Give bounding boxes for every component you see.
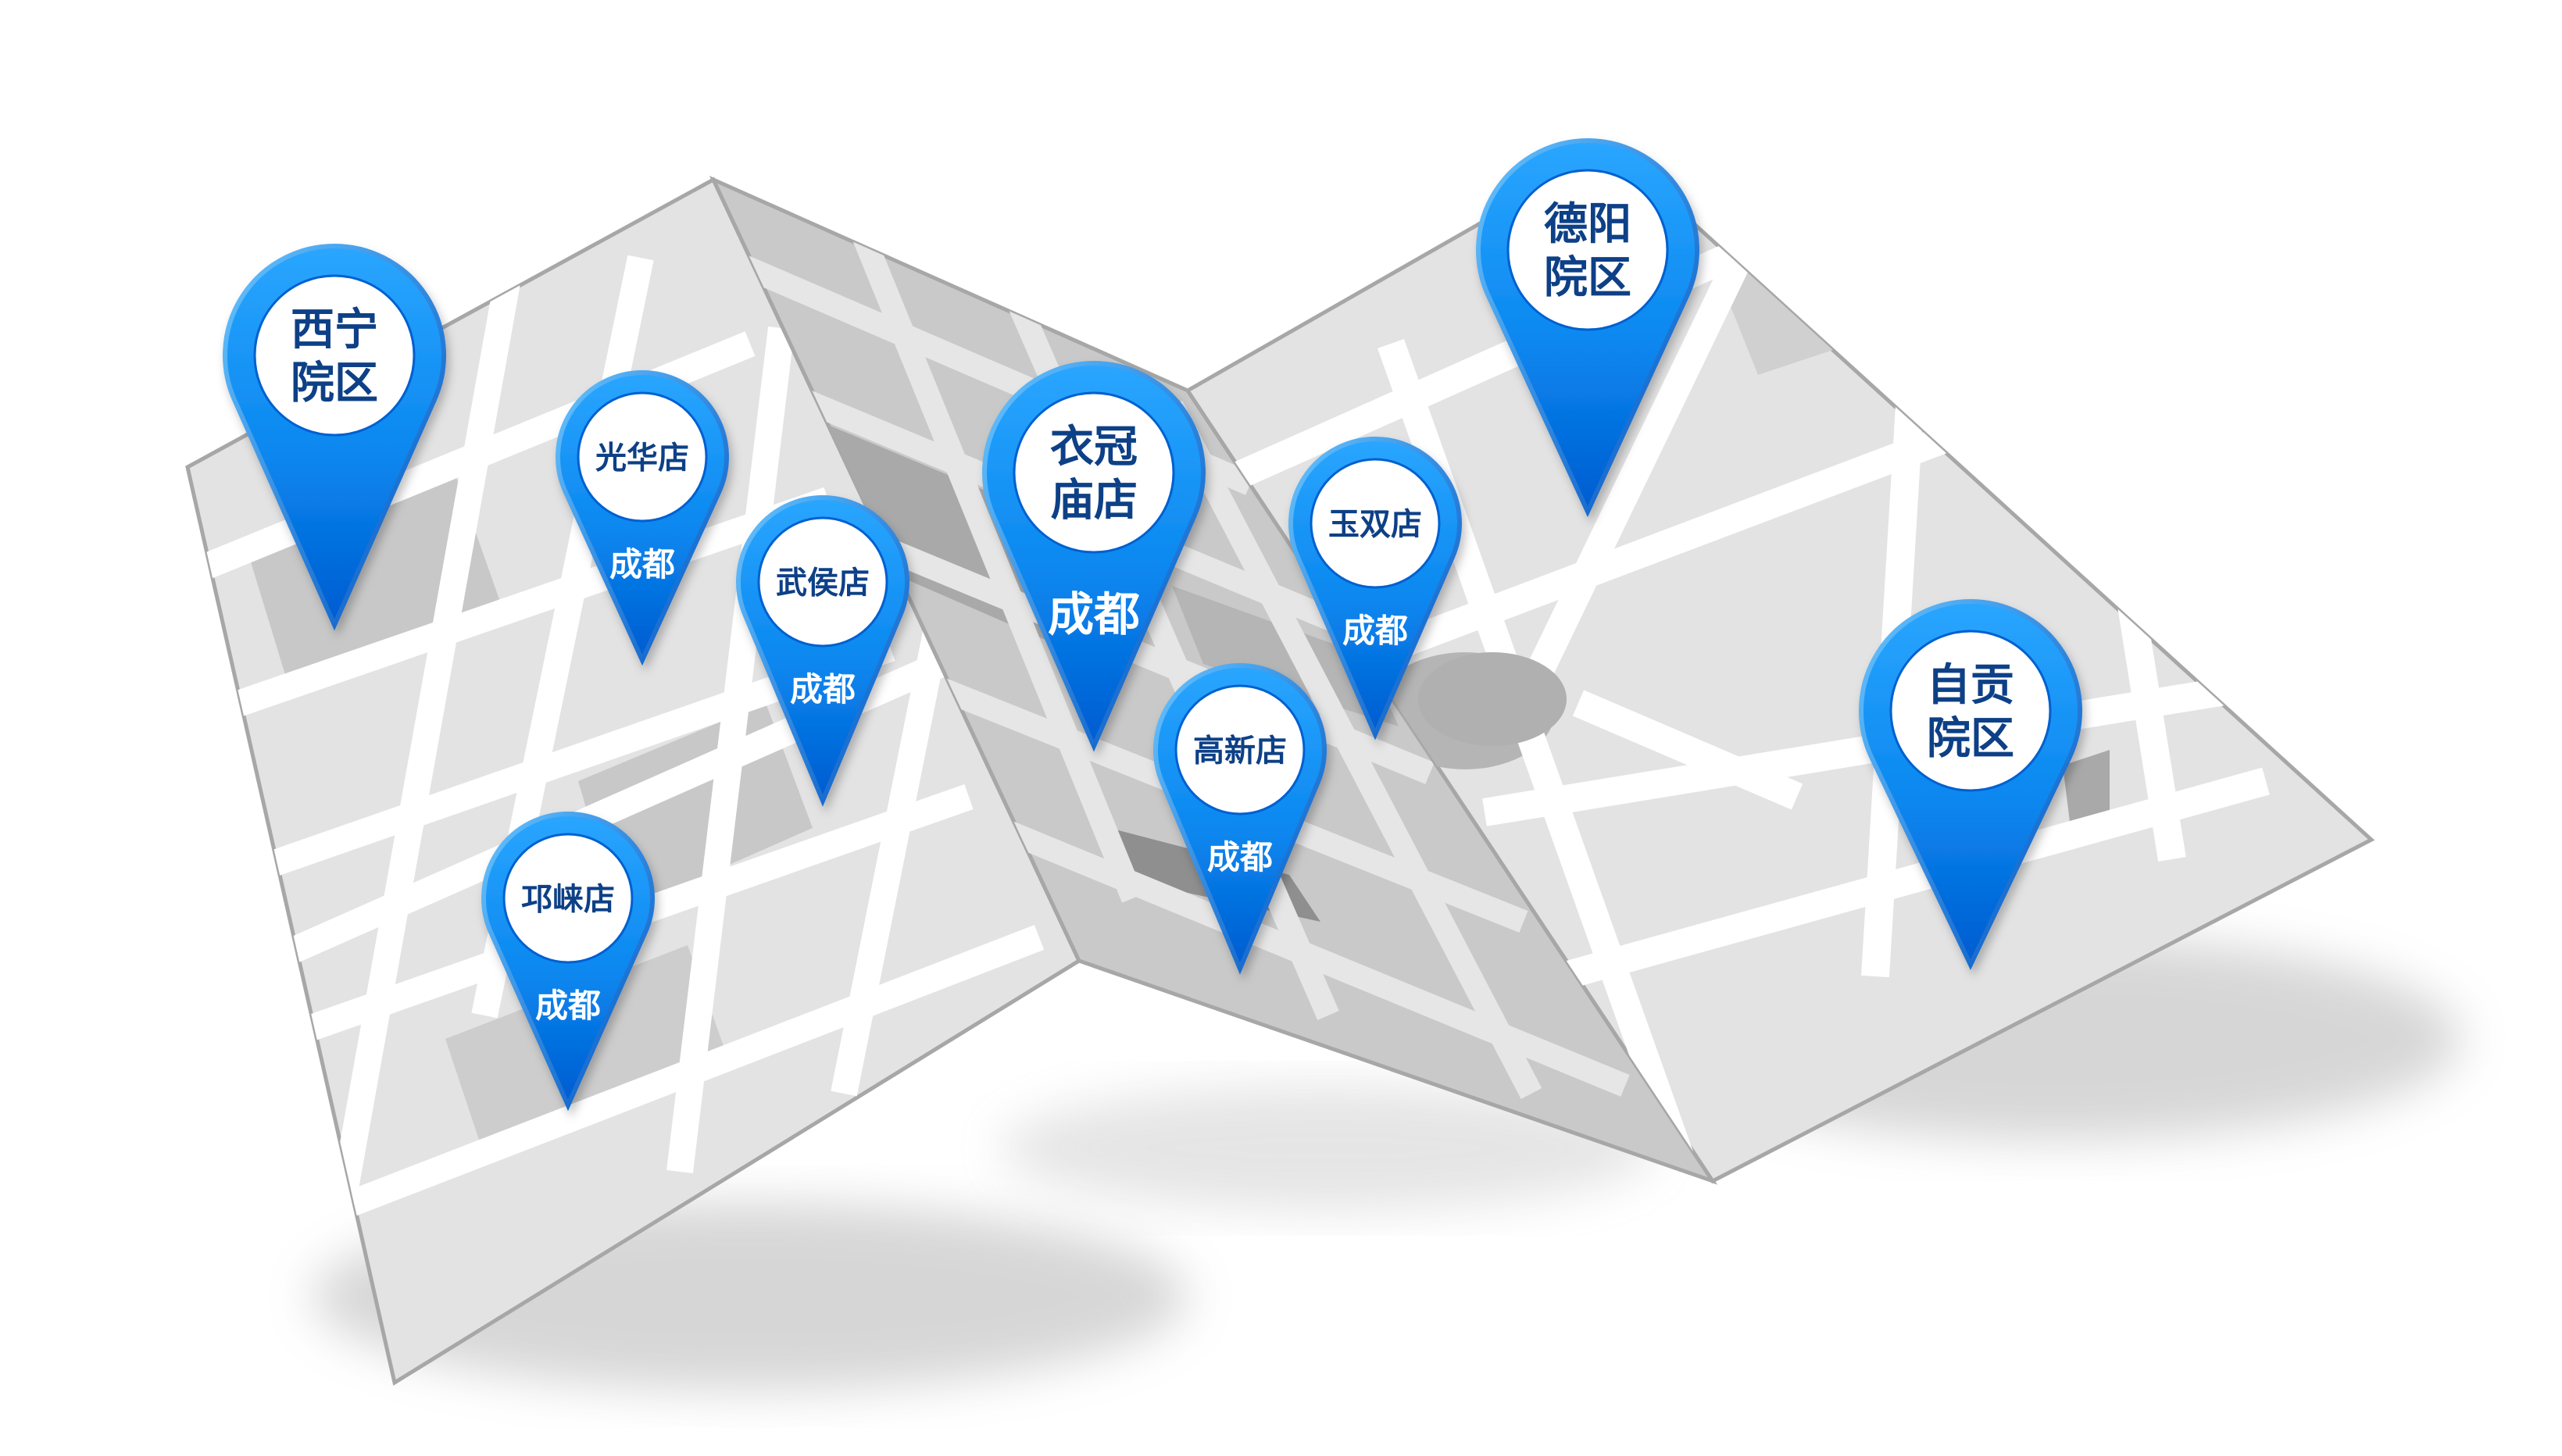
pin-label-circle (1013, 391, 1175, 554)
pin-name-line: 光华店 (595, 440, 689, 476)
pin-label-circle (1889, 630, 2052, 792)
pin-label-circle (757, 516, 888, 648)
pin-name-line: 庙店 (1050, 475, 1138, 526)
pin-name-line: 德阳 (1544, 199, 1631, 250)
pin-city-label: 成都 (790, 670, 856, 708)
pin-name-line: 邛崃店 (521, 881, 615, 917)
pin-city-label: 成都 (1207, 838, 1273, 876)
pin-label-circle (1174, 684, 1306, 815)
pin-label-circle (502, 833, 634, 964)
pins-layer: 西宁院区光华店成都武侯店成都邛崃店成都衣冠庙店成都高新店成都玉双店成都德阳院区自… (223, 138, 2082, 1112)
pin-name-line: 西宁 (291, 305, 378, 355)
pin-city-label: 成都 (535, 987, 601, 1025)
pin-name-line: 院区 (291, 358, 378, 409)
pin-name-line: 衣冠 (1050, 422, 1138, 473)
pin-city-label: 成都 (609, 545, 675, 583)
pin-city-label: 成都 (1342, 612, 1408, 650)
pin-label-circle (577, 391, 708, 523)
pin-name-line: 玉双店 (1328, 506, 1422, 542)
pin-label-circle (1506, 169, 1669, 331)
pin-name-line: 院区 (1927, 713, 2014, 764)
pin-name-line: 自贡 (1927, 660, 2014, 711)
pin-label-circle (1310, 458, 1441, 589)
pin-city-label: 成都 (1048, 587, 1140, 641)
pin-label-circle (253, 274, 416, 437)
pin-name-line: 武侯店 (776, 565, 870, 601)
pin-name-line: 高新店 (1193, 733, 1287, 769)
pin-name-line: 院区 (1544, 252, 1631, 303)
